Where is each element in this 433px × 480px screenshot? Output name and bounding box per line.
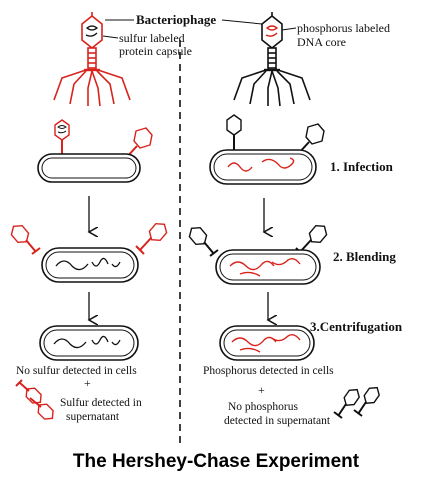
cell-left-infection (37, 153, 141, 183)
result-right-cells: Phosphorus detected in cells (203, 365, 334, 377)
cell-left-blending (41, 247, 139, 283)
cell-left-centrifugation (39, 325, 139, 361)
result-left-cells: No sulfur detected in cells (16, 365, 137, 377)
diagram-title: The Hershey-Chase Experiment (73, 451, 360, 472)
detached-phage-right-a (188, 226, 219, 257)
result-left-supernatant-line2: supernatant (66, 411, 120, 423)
step-infection-label: 1. Infection (330, 159, 394, 174)
small-phage-left-attached (54, 119, 70, 157)
large-phage-sulfur (53, 12, 131, 107)
step-blending-label: 2. Blending (333, 249, 396, 264)
result-right-supernatant-line2: detected in supernatant (224, 415, 331, 427)
supernatant-phage-right-a (333, 388, 360, 419)
result-left-supernatant-line1: Sulfur detected in (60, 397, 142, 409)
label-line-phosphorus (281, 27, 297, 31)
supernatant-phage-left-a (15, 379, 42, 404)
result-left-plus: + (84, 376, 91, 390)
small-phage-right-attached (226, 114, 242, 154)
bacteriophage-label: Bacteriophage (136, 12, 216, 27)
sulfur-protein-label-line2: protein capsule (119, 44, 192, 58)
phosphorus-dna-label-line2: DNA core (297, 35, 346, 49)
cell-right-infection (209, 149, 317, 185)
sulfur-protein-label-line1: sulfur labeled (119, 31, 185, 45)
supernatant-phage-right-b (353, 386, 380, 417)
step-centrifugation-label: 3.Centrifugation (310, 319, 403, 334)
result-right-plus: + (258, 383, 265, 397)
phosphorus-dna-label-line1: phosphorus labeled (297, 21, 390, 35)
cell-right-centrifugation (219, 325, 315, 361)
supernatant-phage-left-b (29, 397, 54, 420)
detached-phage-left-a (10, 224, 41, 255)
cell-right-blending (215, 249, 321, 285)
large-phage-phosphorus (233, 12, 311, 107)
label-line-right (221, 19, 263, 25)
result-right-supernatant-line1: No phosphorus (228, 401, 298, 413)
detached-phage-left-b (135, 222, 168, 255)
label-line-sulfur (102, 35, 119, 39)
